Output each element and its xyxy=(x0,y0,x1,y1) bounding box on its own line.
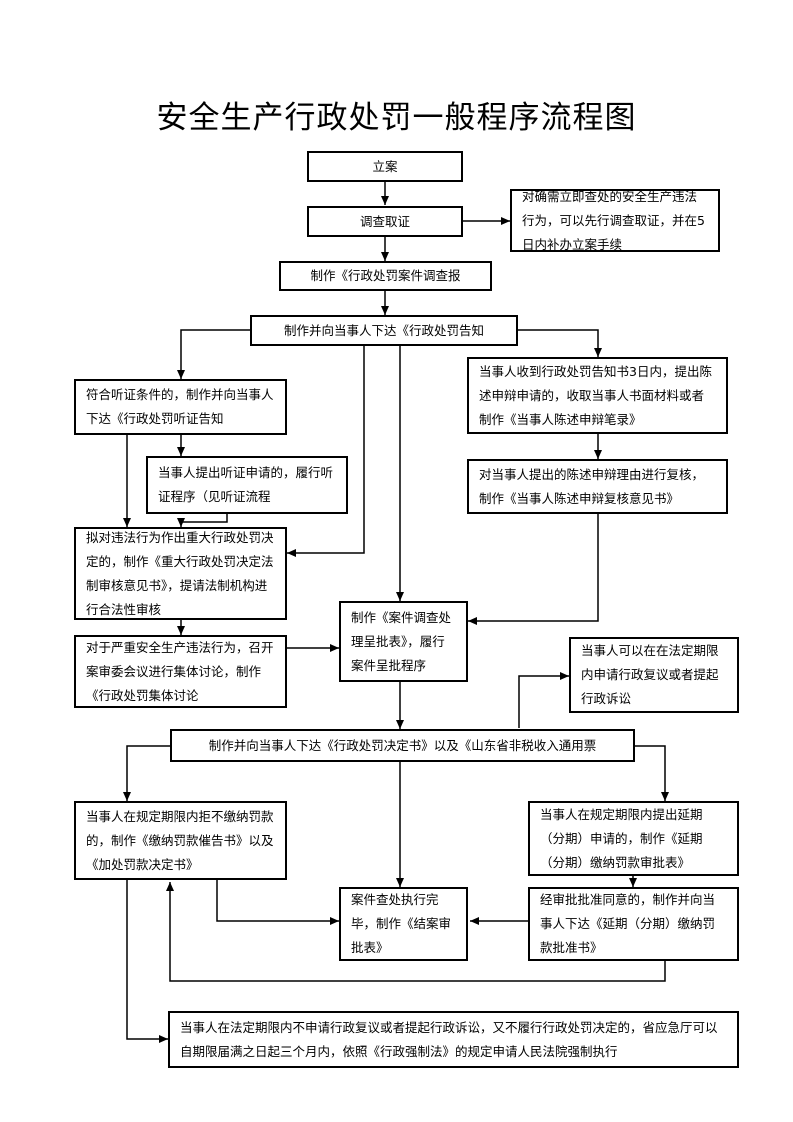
arrow-n5-n10 xyxy=(287,346,365,557)
arrow-n9-n11 xyxy=(468,514,599,625)
arrow-n5-n7 xyxy=(518,329,602,357)
box-administrative-review: 当事人可以在在法定期限内申请行政复议或者提起行政诉讼 xyxy=(569,637,739,713)
page-title: 安全生产行政处罚一般程序流程图 xyxy=(156,100,637,136)
box-fine-reminder: 当事人在规定期限内拒不缴纳罚款的，制作《缴纳罚款催告书》以及《加处罚款决定书》 xyxy=(74,801,287,880)
box-penalty-decision: 制作并向当事人下达《行政处罚决定书》以及《山东省非税收入通用票 xyxy=(170,729,635,762)
arrow-n14-n16 xyxy=(635,745,669,801)
box-hearing-procedure: 当事人提出听证申请的，履行听证程序（见听证流程 xyxy=(146,456,348,514)
box-court-enforcement: 当事人在法定期限内不申请行政复议或者提起行政诉讼，又不履行行政处罚决定的，省应急… xyxy=(168,1011,739,1068)
box-prior-investigation-note: 对确需立即查处的安全生产违法行为，可以先行调查取证，并在5日内补办立案手续 xyxy=(510,189,720,252)
arrow-n15-n19 xyxy=(126,880,168,1043)
box-deferred-payment-request: 当事人在规定期限内提出延期（分期）申请的，制作《延期（分期）缴纳罚款审批表》 xyxy=(528,801,739,876)
box-collective-discussion: 对于严重安全生产违法行为，召开案审委会议进行集体讨论，制作《行政处罚集体讨论 xyxy=(74,635,287,708)
box-register-case: 立案 xyxy=(307,151,463,182)
box-penalty-notice: 制作并向当事人下达《行政处罚告知 xyxy=(250,315,518,346)
arrow-n15-n17 xyxy=(216,880,339,925)
box-case-closure: 案件查处执行完毕，制作《结案审批表》 xyxy=(339,887,468,961)
arrow-n18-n15 xyxy=(166,882,666,982)
box-deferred-payment-approval: 经审批批准同意的，制作并向当事人下达《延期（分期）缴纳罚款批准书》 xyxy=(528,887,739,961)
arrow-n5-n6 xyxy=(177,329,250,379)
box-statement-defense: 当事人收到行政处罚告知书3日内，提出陈述申辩申请的，收取当事人书面材料或者制作《… xyxy=(467,357,728,434)
arrow-n8-n10 xyxy=(177,514,228,527)
box-case-approval: 制作《案件调查处理呈批表》，履行案件呈批程序 xyxy=(339,601,468,682)
box-investigate: 调查取证 xyxy=(307,206,463,237)
arrow-to-n13 xyxy=(518,672,569,728)
box-investigation-report: 制作《行政处罚案件调查报 xyxy=(279,261,492,291)
arrow-n14-n15 xyxy=(123,745,170,801)
box-hearing-notice: 符合听证条件的，制作并向当事人下达《行政处罚听证告知 xyxy=(74,379,287,435)
box-defense-review: 对当事人提出的陈述申辩理由进行复核，制作《当事人陈述申辩复核意见书》 xyxy=(467,459,728,514)
box-legal-review: 拟对违法行为作出重大行政处罚决定的，制作《重大行政处罚决定法制审核意见书》，提请… xyxy=(74,527,287,620)
